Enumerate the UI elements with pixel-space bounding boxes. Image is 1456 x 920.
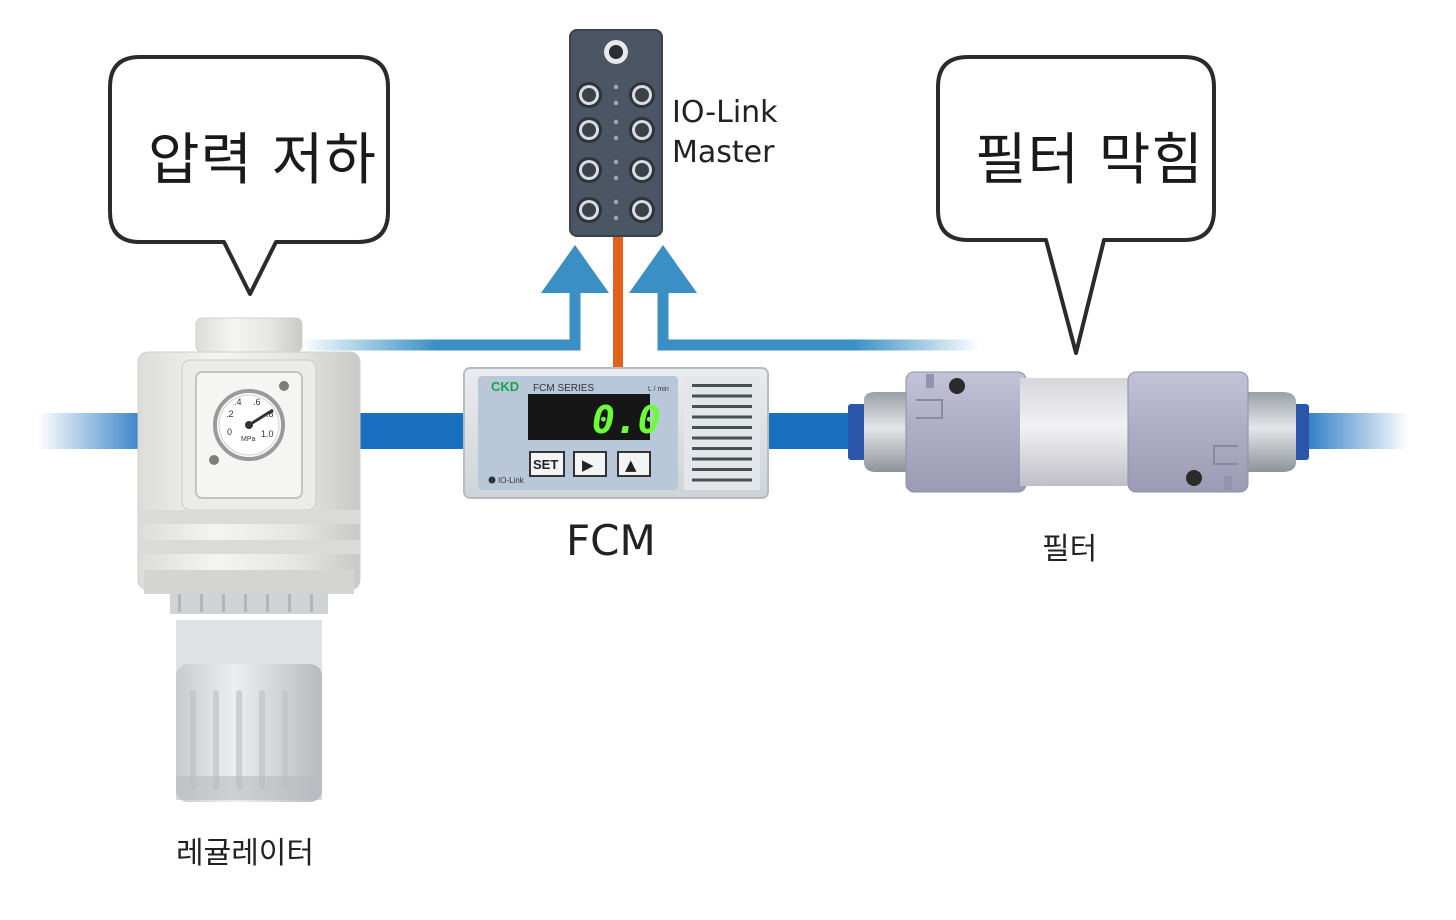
rib (310, 594, 313, 612)
signal-line-left (300, 290, 581, 351)
led-dot (613, 199, 619, 205)
knob-rib (236, 690, 242, 790)
io-link-port-2 (629, 82, 655, 108)
gauge-tick-2: .2 (226, 409, 234, 419)
speech-bubble-left (108, 55, 390, 296)
gauge-screw-1 (279, 381, 289, 391)
vent-slot (692, 384, 752, 387)
rib (244, 594, 247, 612)
io-link-port-8 (629, 197, 655, 223)
led-dot (613, 119, 619, 125)
vent-slot (692, 426, 752, 429)
io-link-port-4 (629, 117, 655, 143)
io-link-cable (613, 232, 623, 374)
rib (178, 594, 181, 612)
led-dot (613, 175, 619, 181)
io-link-port-5 (576, 157, 602, 183)
fcm-io-link-mark: IO-Link (498, 476, 525, 485)
vent-slot (692, 468, 752, 471)
knob-rib (213, 690, 219, 790)
speech-bubble-right (936, 55, 1216, 355)
io-link-port-7 (576, 197, 602, 223)
fcm-right-button[interactable] (573, 451, 607, 477)
io-link-master-device (569, 29, 663, 237)
bubble-right-text: 필터 막힘 (975, 128, 1204, 193)
rib (266, 594, 269, 612)
vent-slot (692, 405, 752, 408)
io-link-logo-icon (488, 476, 496, 484)
fcm-up-button[interactable] (617, 451, 651, 477)
signal-arrow-right (629, 245, 697, 293)
gauge-screw-2 (209, 455, 219, 465)
vent-slot (692, 478, 752, 482)
io-link-master-label-line1: IO-Link (672, 95, 778, 130)
gauge-unit: MPa (241, 436, 256, 443)
io-link-port-6 (629, 157, 655, 183)
vent-slot (692, 415, 752, 419)
led-dot (613, 100, 619, 106)
signal-line-right (657, 290, 980, 351)
pipe-right (1296, 413, 1408, 449)
io-link-port-3 (576, 117, 602, 143)
filter-caption: 필터 (1042, 532, 1098, 567)
vent-slot (692, 394, 752, 398)
led-dot (613, 135, 619, 141)
gauge-tick-0: 0 (227, 427, 232, 437)
bubble-left-text: 압력 저하 (148, 128, 377, 193)
fcm-set-button[interactable] (529, 451, 565, 477)
io-link-port-1 (576, 82, 602, 108)
led-dot (613, 84, 619, 90)
fcm-unit: L / min (648, 386, 669, 393)
rib (200, 594, 203, 612)
gauge-tick-6: .6 (253, 397, 261, 407)
vent-slot (692, 447, 752, 450)
knob-rib (305, 690, 311, 790)
fcm-caption: FCM (566, 516, 656, 565)
rib (222, 594, 225, 612)
fcm-display-value: 0.0 (592, 398, 661, 442)
vent-slot (692, 457, 752, 461)
knob-rib (190, 690, 196, 790)
fcm-device: CKD FCM SERIES L / min 0.0 SET ▶ ▲ IO-Li… (463, 367, 769, 499)
knob-rib (282, 690, 288, 790)
gauge-tick-10: 1.0 (261, 429, 274, 439)
fcm-up-arrow-icon: ▲ (625, 456, 637, 474)
regulator-caption: 레귤레이터 (176, 836, 314, 871)
rib (288, 594, 291, 612)
fcm-brand: CKD (491, 379, 519, 394)
gauge-tick-4: .4 (234, 397, 242, 407)
regulator-device: .2 .4 .6 .8 0 1.0 MPa (137, 317, 361, 802)
filter-device (848, 371, 1309, 493)
fcm-set-label: SET (533, 457, 558, 472)
io-link-master-label-line2: Master (672, 135, 775, 170)
signal-arrow-left (541, 245, 609, 293)
led-dot (613, 215, 619, 221)
fcm-series: FCM SERIES (533, 383, 594, 394)
knob-rib (259, 690, 265, 790)
vent-slot (692, 436, 752, 440)
pipe-segment-fcm-filter (760, 413, 860, 449)
fcm-right-arrow-icon: ▶ (582, 456, 594, 474)
led-dot (613, 159, 619, 165)
gauge-tick-8: .8 (266, 409, 274, 419)
